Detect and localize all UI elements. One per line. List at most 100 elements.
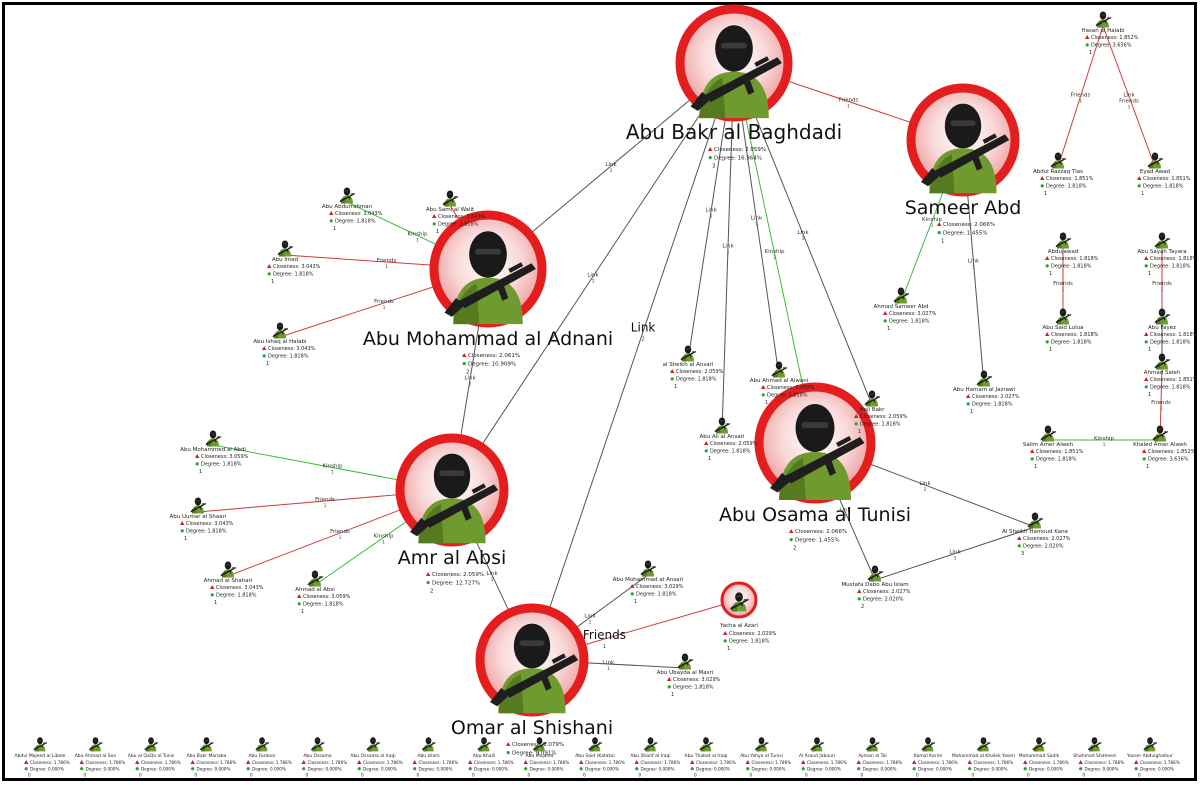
degree-dot-icon: [723, 639, 727, 643]
militant-with-rifle-icon: [205, 430, 222, 447]
edge-weight-label: 1: [324, 503, 327, 509]
militant-with-rifle-icon: [893, 287, 910, 304]
degree-dot-icon: [80, 767, 84, 771]
closeness-arrow-icon: [670, 369, 675, 373]
closeness-value: Closeness: 1.851%: [1046, 176, 1094, 182]
closeness-arrow-icon: [630, 584, 635, 588]
closeness-arrow-icon: [190, 760, 195, 764]
degree-dot-icon: [968, 767, 972, 771]
closeness-arrow-icon: [1144, 377, 1149, 381]
node-extra-value: 1: [214, 600, 217, 606]
degree-value: Degree: 0.000%: [696, 766, 730, 771]
closeness-value: Closeness: 1.786%: [974, 760, 1014, 765]
node-extra-value: 1: [184, 536, 187, 542]
edge-weight-label: 1: [603, 644, 606, 650]
node-extra-value: 1: [671, 692, 674, 698]
edge-weight-label: 1: [1161, 287, 1164, 293]
edge-type-label: Kinship: [922, 217, 943, 223]
closeness-arrow-icon: [1045, 332, 1050, 336]
edge-type-label: Link: [705, 208, 717, 214]
hub-node-name: Abu Mohammad al Adnani: [363, 328, 613, 350]
closeness-arrow-icon: [426, 572, 431, 576]
degree-dot-icon: [704, 449, 708, 453]
degree-value: Degree: 10.909%: [468, 361, 516, 367]
isolate-node[interactable]: Abu Said (Katata)Closeness: 1.786%Degree…: [575, 737, 625, 778]
closeness-value: Closeness: 2.059%: [710, 441, 758, 447]
node-extra-value: 0: [361, 773, 364, 778]
edge-weight-label: 2: [469, 382, 472, 388]
node-extra-value: 1: [1148, 392, 1151, 398]
node-extra-value: 1: [858, 429, 861, 435]
degree-dot-icon: [746, 767, 750, 771]
edge-type-label: Link: [1123, 93, 1135, 99]
degree-dot-icon: [1134, 767, 1138, 771]
node-name: Yasser Abdulghafour: [1126, 753, 1173, 759]
edge-weight-label: 1: [1160, 406, 1163, 412]
edge-weight-label: 1: [972, 265, 975, 271]
closeness-arrow-icon: [667, 677, 672, 681]
degree-dot-icon: [267, 272, 271, 276]
node-extra-value: 0: [639, 773, 642, 778]
closeness-arrow-icon: [1144, 332, 1149, 336]
militant-with-rifle-icon: [1147, 152, 1164, 169]
edge-type-label: Link: [631, 321, 656, 335]
degree-value: Degree: 0.000%: [974, 766, 1008, 771]
closeness-arrow-icon: [523, 760, 528, 764]
